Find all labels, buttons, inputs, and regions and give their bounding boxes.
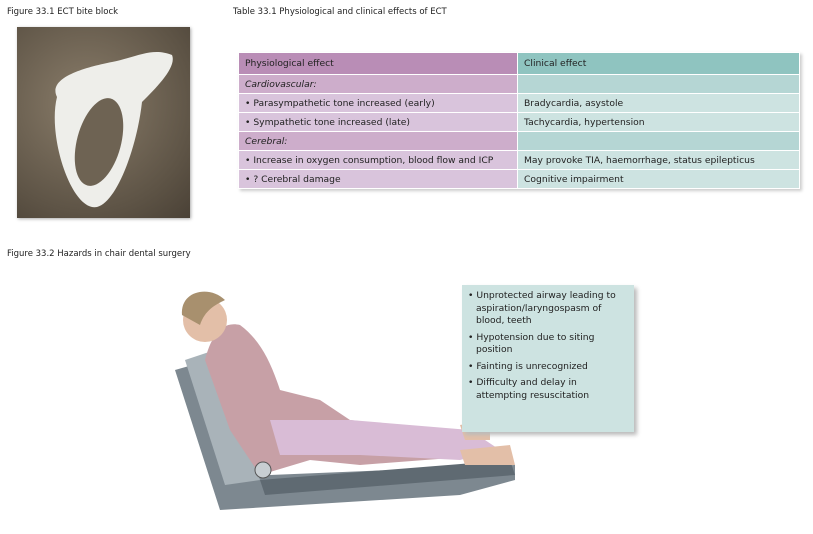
table-section-row: Cardiovascular: — [238, 74, 800, 94]
cell: • ? Cerebral damage — [238, 169, 518, 189]
bite-block-photo — [17, 27, 190, 218]
cell: • Sympathetic tone increased (late) — [238, 112, 518, 132]
cell: • Parasympathetic tone increased (early) — [238, 93, 518, 113]
header-physiological: Physiological effect — [238, 52, 518, 75]
cell: Bradycardia, asystole — [517, 93, 800, 113]
table-caption: Table 33.1 Physiological and clinical ef… — [233, 7, 447, 17]
cell: • Increase in oxygen consumption, blood … — [238, 150, 518, 170]
table-section-row: Cerebral: — [238, 131, 800, 151]
dental-chair-illustration — [175, 291, 515, 510]
cell — [517, 74, 800, 94]
hazard-item: • Hypotension due to siting position — [468, 331, 595, 356]
table-row: • Parasympathetic tone increased (early)… — [238, 93, 800, 113]
figure-caption: Figure 33.2 Hazards in chair dental surg… — [7, 249, 191, 259]
cell: Cerebral: — [238, 131, 518, 151]
hazard-item: • Unprotected airway leading to aspirati… — [468, 290, 616, 326]
hazards-callout: • Unprotected airway leading to aspirati… — [462, 285, 634, 432]
cell: May provoke TIA, haemorrhage, status epi… — [517, 150, 800, 170]
figure-caption: Figure 33.1 ECT bite block — [7, 7, 119, 17]
bite-block-image — [54, 52, 173, 208]
hazard-item: • Difficulty and delay in attempting res… — [468, 377, 590, 401]
cell: Tachycardia, hypertension — [517, 112, 800, 132]
cell: Cognitive impairment — [517, 169, 800, 189]
cell — [517, 131, 800, 151]
table-row: • Increase in oxygen consumption, blood … — [238, 150, 800, 170]
hazard-item: • Fainting is unrecognized — [468, 360, 588, 372]
table-row: • Sympathetic tone increased (late)Tachy… — [238, 112, 800, 132]
cell: Cardiovascular: — [238, 74, 518, 94]
header-clinical: Clinical effect — [517, 52, 800, 75]
